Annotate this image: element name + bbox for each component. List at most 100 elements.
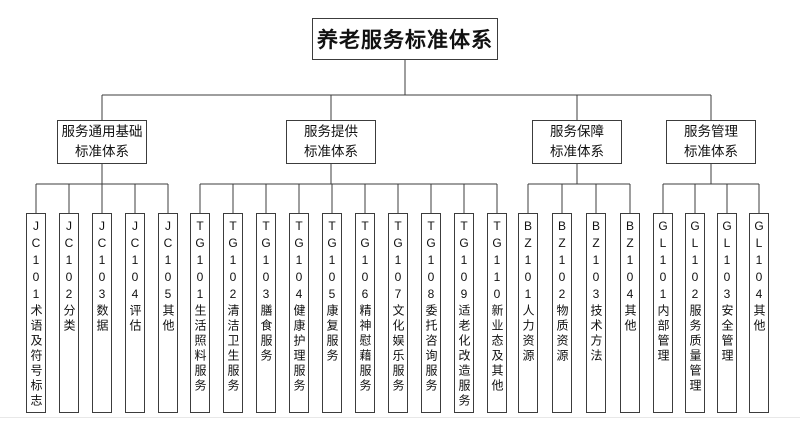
leaf-code-text: TG107 (391, 219, 405, 304)
leaf-code-text: GL102 (688, 219, 702, 304)
leaf-label-text: 新业态及其他 (490, 304, 504, 394)
leaf-label-text: 其他 (752, 304, 766, 334)
leaf-label-text: 人力资源 (521, 304, 535, 364)
leaf-code-text: GL103 (720, 219, 734, 304)
branch-label-line1: 服务通用基础 (61, 124, 143, 140)
leaf-label-text: 膳食服务 (259, 304, 273, 364)
branch-label-line2: 标准体系 (684, 144, 738, 159)
branch-label-line2: 标准体系 (550, 144, 604, 159)
leaf-label: BZ104其他 (621, 219, 639, 334)
branch-label-line1: 服务提供 (304, 124, 358, 140)
leaf-node-bz104: BZ104其他 (620, 213, 640, 413)
leaf-code-text: JC101 (29, 219, 43, 304)
leaf-label: BZ102物质资源 (553, 219, 571, 364)
leaf-label: JC102分类 (60, 219, 78, 334)
leaf-node-tg101: TG101生活照料服务 (190, 213, 210, 413)
leaf-node-bz102: BZ102物质资源 (552, 213, 572, 413)
branch-node-service-management: 服务管理标准体系 (666, 120, 756, 164)
leaf-label: TG108委托咨询服务 (422, 219, 440, 394)
branch-label-line2: 标准体系 (75, 144, 129, 159)
leaf-label-text: 适老化改造服务 (457, 304, 471, 409)
branch-node-service-assurance: 服务保障标准体系 (532, 120, 622, 164)
leaf-code-text: TG108 (424, 219, 438, 304)
leaf-label-text: 术语及符号标志 (29, 304, 43, 409)
leaf-label-text: 生活照料服务 (193, 304, 207, 394)
leaf-node-jc102: JC102分类 (59, 213, 79, 413)
leaf-node-jc105: JC105其他 (158, 213, 178, 413)
leaf-label-text: 精神慰藉服务 (358, 304, 372, 394)
leaf-code-text: TG101 (193, 219, 207, 304)
leaf-code-text: JC102 (62, 219, 76, 304)
leaf-label: GL101内部管理 (654, 219, 672, 364)
leaf-node-jc103: JC103数据 (92, 213, 112, 413)
bottom-hairline (0, 417, 800, 418)
leaf-label: JC101术语及符号标志 (27, 219, 45, 409)
leaf-label: GL103安全管理 (718, 219, 736, 364)
leaf-node-gl104: GL104其他 (749, 213, 769, 413)
leaf-label-text: 安全管理 (720, 304, 734, 364)
leaf-code-text: TG110 (490, 219, 504, 304)
leaf-code-text: BZ104 (623, 219, 637, 304)
leaf-label: TG104健康护理服务 (290, 219, 308, 394)
leaf-label: TG105康复服务 (323, 219, 341, 364)
leaf-label: JC105其他 (159, 219, 177, 334)
leaf-label: JC103数据 (93, 219, 111, 334)
leaf-label-text: 康复服务 (325, 304, 339, 364)
leaf-node-tg102: TG102清洁卫生服务 (223, 213, 243, 413)
leaf-label-text: 文化娱乐服务 (391, 304, 405, 394)
branch-label-line1: 服务管理 (684, 124, 738, 140)
leaf-label: TG106精神慰藉服务 (356, 219, 374, 394)
leaf-label: BZ101人力资源 (519, 219, 537, 364)
leaf-node-bz101: BZ101人力资源 (518, 213, 538, 413)
leaf-label: TG110新业态及其他 (488, 219, 506, 394)
leaf-node-tg103: TG103膳食服务 (256, 213, 276, 413)
leaf-label: TG109适老化改造服务 (455, 219, 473, 409)
branch-node-service-provision: 服务提供标准体系 (286, 120, 376, 164)
leaf-label-text: 物质资源 (555, 304, 569, 364)
leaf-label-text: 其他 (161, 304, 175, 334)
leaf-label: TG101生活照料服务 (191, 219, 209, 394)
root-title: 养老服务标准体系 (317, 29, 493, 52)
leaf-node-jc101: JC101术语及符号标志 (26, 213, 46, 413)
leaf-code-text: TG105 (325, 219, 339, 304)
leaf-label-text: 评估 (128, 304, 142, 334)
leaf-code-text: TG104 (292, 219, 306, 304)
leaf-node-tg107: TG107文化娱乐服务 (388, 213, 408, 413)
leaf-label: TG103膳食服务 (257, 219, 275, 364)
leaf-code-text: JC104 (128, 219, 142, 304)
leaf-code-text: BZ102 (555, 219, 569, 304)
leaf-code-text: JC103 (95, 219, 109, 304)
branch-node-general-basic: 服务通用基础标准体系 (57, 120, 147, 164)
leaf-label-text: 分类 (62, 304, 76, 334)
leaf-node-jc104: JC104评估 (125, 213, 145, 413)
branch-label-line1: 服务保障 (550, 124, 604, 140)
leaf-node-tg108: TG108委托咨询服务 (421, 213, 441, 413)
leaf-label: TG107文化娱乐服务 (389, 219, 407, 394)
leaf-label: TG102清洁卫生服务 (224, 219, 242, 394)
leaf-node-tg106: TG106精神慰藉服务 (355, 213, 375, 413)
leaf-node-gl103: GL103安全管理 (717, 213, 737, 413)
leaf-label: BZ103技术方法 (587, 219, 605, 364)
leaf-label-text: 服务质量管理 (688, 304, 702, 394)
leaf-label-text: 委托咨询服务 (424, 304, 438, 394)
leaf-label: GL104其他 (750, 219, 768, 334)
leaf-code-text: BZ101 (521, 219, 535, 304)
leaf-node-bz103: BZ103技术方法 (586, 213, 606, 413)
leaf-code-text: TG106 (358, 219, 372, 304)
leaf-node-tg105: TG105康复服务 (322, 213, 342, 413)
leaf-code-text: BZ103 (589, 219, 603, 304)
leaf-code-text: GL101 (656, 219, 670, 304)
root-node: 养老服务标准体系 (312, 18, 498, 60)
leaf-code-text: JC105 (161, 219, 175, 304)
branch-label-line2: 标准体系 (304, 144, 358, 159)
leaf-node-tg104: TG104健康护理服务 (289, 213, 309, 413)
leaf-label-text: 内部管理 (656, 304, 670, 364)
leaf-node-gl101: GL101内部管理 (653, 213, 673, 413)
leaf-label: JC104评估 (126, 219, 144, 334)
leaf-label-text: 数据 (95, 304, 109, 334)
leaf-code-text: TG103 (259, 219, 273, 304)
leaf-code-text: GL104 (752, 219, 766, 304)
leaf-node-tg109: TG109适老化改造服务 (454, 213, 474, 413)
leaf-node-tg110: TG110新业态及其他 (487, 213, 507, 413)
